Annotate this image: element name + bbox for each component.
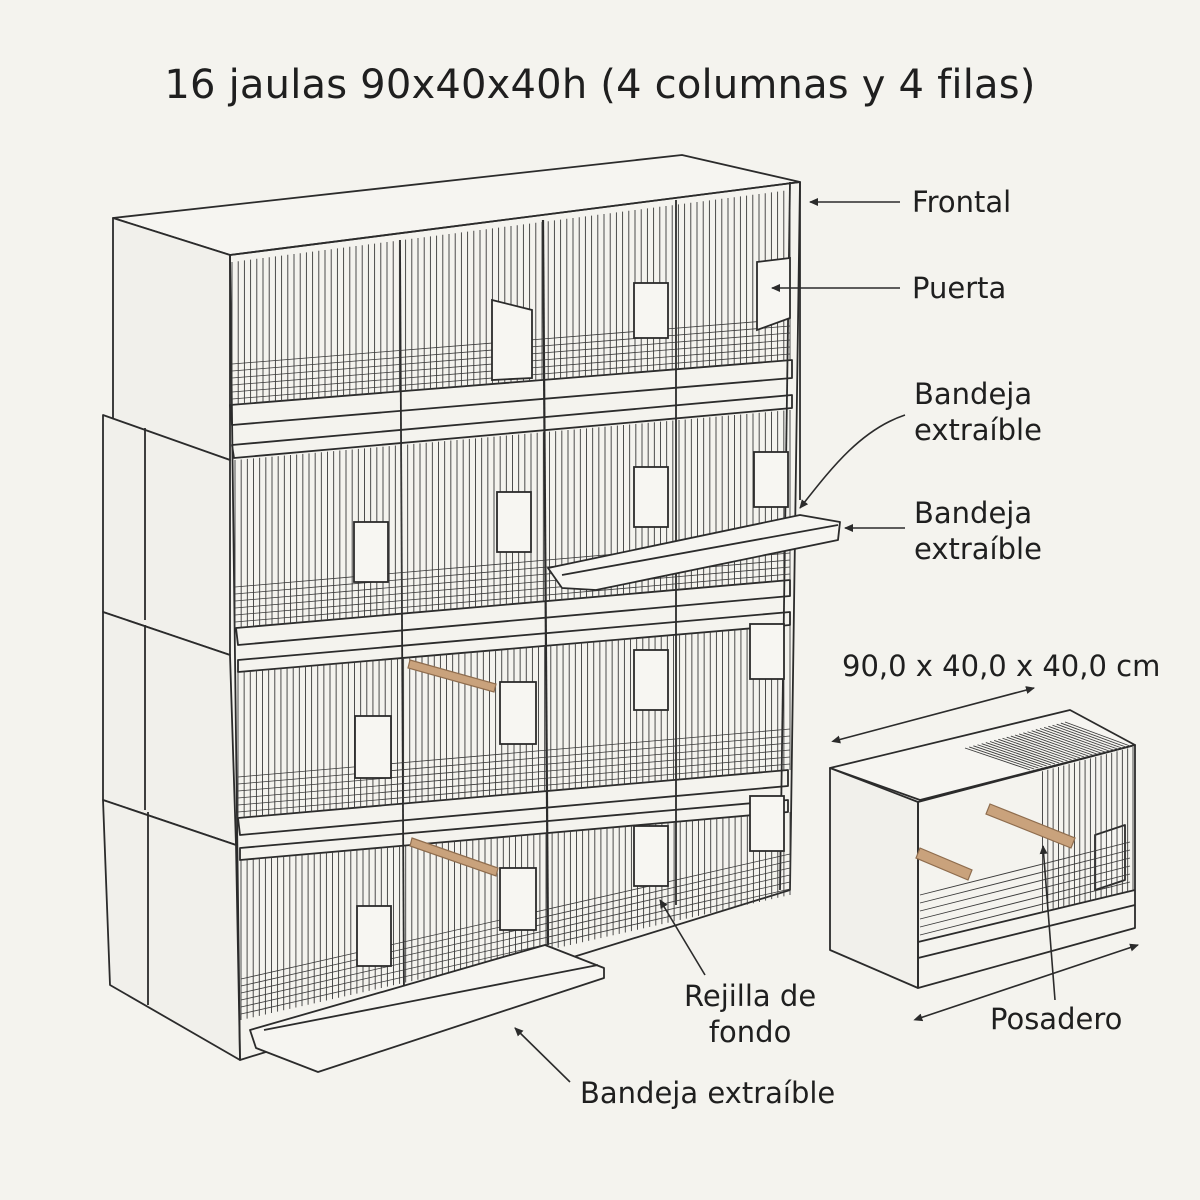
single-cage-top-wire [1027, 731, 1093, 756]
leader-lines [514, 198, 1139, 1083]
single-cage-top-wire [981, 743, 1047, 767]
label-bandeja-2-line-1: Bandeja [914, 496, 1033, 530]
single-cage-top-wire [985, 742, 1051, 766]
single-cage-top-wire [1060, 722, 1126, 748]
single-cage-top-wire [973, 745, 1039, 769]
arrow-bandeja-1 [799, 414, 906, 509]
floor-wire [237, 728, 791, 778]
side-panel-row-4 [102, 799, 241, 1061]
open-door [756, 256, 791, 332]
single-cage-top-wire [1064, 721, 1131, 747]
floor-wire [240, 888, 791, 1015]
single-cage-top-wire [994, 739, 1060, 764]
label-bandeja-bottom: Bandeja extraíble [580, 1076, 836, 1110]
diagram-title: 16 jaulas 90x40x40h (4 columnas y 4 fila… [164, 62, 1036, 108]
single-cage-door [1094, 824, 1126, 891]
floor-wire [237, 749, 791, 799]
arrow-dimension-depth [831, 686, 1035, 744]
label-rejilla: Rejilla de fondo [684, 978, 816, 1050]
single-cage-floor-wire [919, 865, 1131, 920]
single-cage-top-wire [977, 744, 1043, 768]
tray-bottom [249, 944, 605, 1073]
label-puerta: Puerta [912, 271, 1007, 305]
single-cage-perches [915, 803, 1076, 881]
label-rejilla-line-1: Rejilla de [684, 979, 817, 1013]
single-cage-top-wire [1031, 730, 1097, 755]
cage-stack [102, 154, 801, 1061]
single-cage-floor-wire [919, 841, 1131, 896]
single-cage-floor-wire [919, 857, 1131, 912]
label-posadero: Posadero [990, 1002, 1123, 1036]
stack-perches [407, 659, 499, 877]
floor-wire [234, 566, 791, 616]
arrow-bandeja-bottom [514, 1027, 571, 1083]
label-bandeja-2-line-2: extraíble [914, 532, 1042, 566]
label-bandeja-1: Bandeja extraíble [914, 376, 1042, 448]
floor-wire [237, 742, 791, 792]
arrow-rejilla [659, 899, 706, 976]
floor-wire [237, 763, 791, 813]
single-cage-side [829, 767, 919, 989]
label-rejilla-line-2: fondo [708, 1015, 792, 1049]
single-cage-top-wire [964, 747, 1031, 771]
pulled-trays [249, 514, 841, 1073]
side-panel-row-1 [112, 217, 231, 461]
label-bandeja-1-line-2: extraíble [914, 413, 1042, 447]
single-cage-floor-wire [919, 849, 1131, 904]
single-cage-top-wire [1039, 728, 1106, 753]
single-cage-floor-wire [919, 873, 1131, 928]
label-bandeja-1-line-1: Bandeja [914, 377, 1033, 411]
label-frontal: Frontal [912, 185, 1012, 219]
tray-mid [547, 514, 841, 591]
cage-doors [353, 256, 791, 967]
single-cage-top-wire [969, 746, 1035, 770]
single-cage-top-wire [1035, 729, 1101, 754]
floor-wire [234, 573, 791, 623]
arrow-posadero [1039, 845, 1056, 1001]
single-cage-floor-wire [919, 881, 1131, 936]
single-cage-top-wire [1044, 726, 1110, 752]
single-cage-top-wire [989, 741, 1056, 765]
arrow-dimension-width [913, 943, 1139, 1022]
floor-wire [240, 881, 791, 1008]
label-dimensions: 90,0 x 40,0 x 40,0 cm [842, 649, 1161, 683]
single-cage-top-wire [1052, 724, 1118, 750]
single-cage-top-wire [1048, 725, 1114, 751]
single-cage-front [917, 744, 1136, 989]
floor-wire [240, 874, 791, 1001]
label-bandeja-2: Bandeja extraíble [914, 495, 1042, 567]
single-cage-top-wire [1056, 723, 1122, 749]
floor-wire [237, 735, 791, 785]
floor-wire [237, 756, 791, 806]
